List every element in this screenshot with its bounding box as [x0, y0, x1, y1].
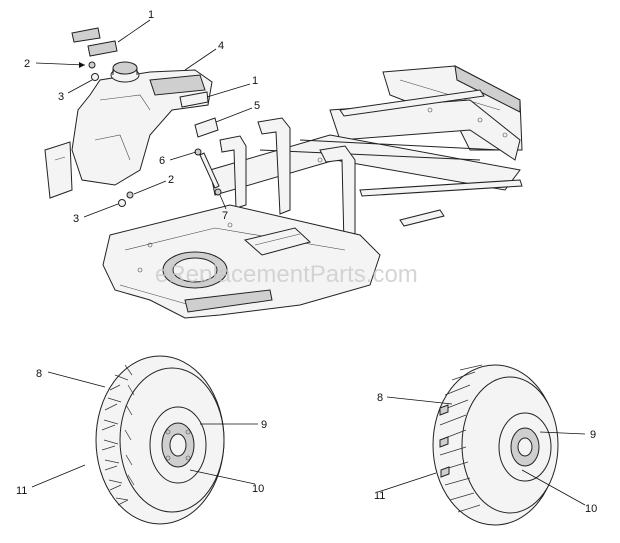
- callout-7: 7: [222, 210, 228, 222]
- watermark-text: eReplacementParts.com: [155, 261, 418, 288]
- lug-tire-wheel: [432, 364, 559, 526]
- tank-bracket: [44, 141, 73, 199]
- callout-5-strap: 5: [254, 100, 260, 112]
- callout-2-top: 2: [24, 58, 30, 70]
- turf-tire-wheel: [95, 355, 225, 525]
- callout-9-right-rim: 9: [590, 429, 596, 441]
- callout-3-top: 3: [58, 91, 64, 103]
- callout-3-middle: 3: [73, 213, 79, 225]
- callout-6: 6: [159, 155, 165, 167]
- callout-8-right-tire: 8: [377, 392, 383, 404]
- callout-11-right: 11: [374, 490, 385, 502]
- leader-lines: [31, 19, 586, 506]
- fuel-tank: [71, 61, 213, 186]
- callout-2-middle: 2: [168, 174, 174, 186]
- callout-11-left: 11: [16, 485, 27, 497]
- decals: [71, 27, 209, 108]
- callout-1-decal-top: 1: [148, 9, 154, 21]
- callout-9-left-rim: 9: [261, 419, 267, 431]
- frame-assembly: [102, 65, 523, 319]
- callout-8-left-tire: 8: [36, 368, 42, 380]
- callout-labels: 1 2 3 4 1 5 6 2 3 7 8 9 10 11 8 9 11 10: [16, 9, 597, 515]
- callout-1-decal-right: 1: [252, 75, 258, 87]
- tank-strap: [194, 117, 219, 138]
- callout-10-right-valve: 10: [585, 503, 597, 515]
- callout-4-fuel-tank: 4: [218, 40, 224, 52]
- callout-10-left-valve: 10: [252, 483, 264, 495]
